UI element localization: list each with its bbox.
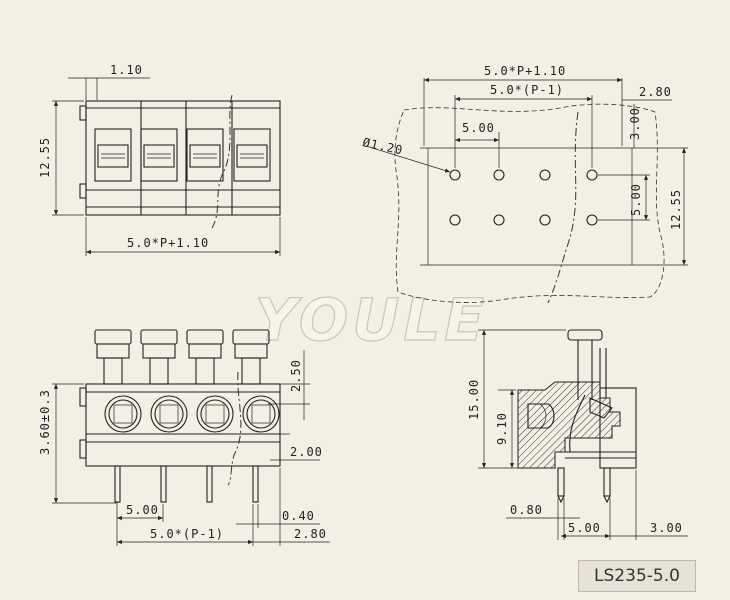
side-view-dim-total: 15.00 xyxy=(467,379,481,420)
front-view-pins xyxy=(114,465,259,503)
top-view-dim-top: 1.10 xyxy=(110,63,143,77)
front-view-dim-edge: 2.80 xyxy=(294,527,327,541)
side-view-dim-edge: 3.00 xyxy=(650,521,683,535)
side-view: 15.00 9.10 0.80 5.00 3.00 xyxy=(467,329,688,540)
pcb-dim-pitch: 5.00 xyxy=(462,121,495,135)
model-label: LS235-5.0 xyxy=(594,566,680,586)
front-view-dim-span: 5.0*(P-1) xyxy=(150,527,224,541)
top-view-poles xyxy=(94,128,271,182)
side-view-dim-body: 9.10 xyxy=(495,412,509,445)
front-view-dim-top: 2.50 xyxy=(289,359,303,392)
front-view-levers xyxy=(94,329,270,385)
pcb-dim-height: 12.55 xyxy=(669,189,683,230)
pcb-layout-view: 5.0*P+1.10 5.0*(P-1) 2.80 3.00 5.00 Ø1.2… xyxy=(361,64,688,304)
pcb-dim-edge: 2.80 xyxy=(639,85,672,99)
front-view: 3.60±0.3 2.50 2.00 5.00 0.40 5.0*(P-1) 2… xyxy=(38,329,330,546)
pcb-holes xyxy=(449,169,598,226)
pcb-dim-top-offset: 3.00 xyxy=(628,107,642,140)
model-label-badge: LS235-5.0 xyxy=(578,560,696,592)
front-view-dim-mid: 2.00 xyxy=(290,445,323,459)
front-view-wire-entries xyxy=(104,395,280,433)
front-view-dim-pitch: 5.00 xyxy=(126,503,159,517)
watermark-text: YOULE xyxy=(255,286,488,354)
pcb-dim-pitch-span: 5.0*(P-1) xyxy=(490,83,564,97)
pcb-dim-row: 5.00 xyxy=(629,183,643,216)
side-view-dim-pitch: 5.00 xyxy=(568,521,601,535)
top-view: 1.10 12.55 5.0*P+1.10 xyxy=(38,63,281,256)
side-view-dim-pin: 0.80 xyxy=(510,503,543,517)
pcb-dim-total: 5.0*P+1.10 xyxy=(484,64,566,78)
top-view-dim-height: 12.55 xyxy=(38,137,52,178)
top-view-dim-bottom: 5.0*P+1.10 xyxy=(127,236,209,250)
pcb-dim-hole: Ø1.20 xyxy=(361,135,404,157)
front-view-dim-height: 3.60±0.3 xyxy=(38,389,52,455)
front-view-dim-pin: 0.40 xyxy=(282,509,315,523)
